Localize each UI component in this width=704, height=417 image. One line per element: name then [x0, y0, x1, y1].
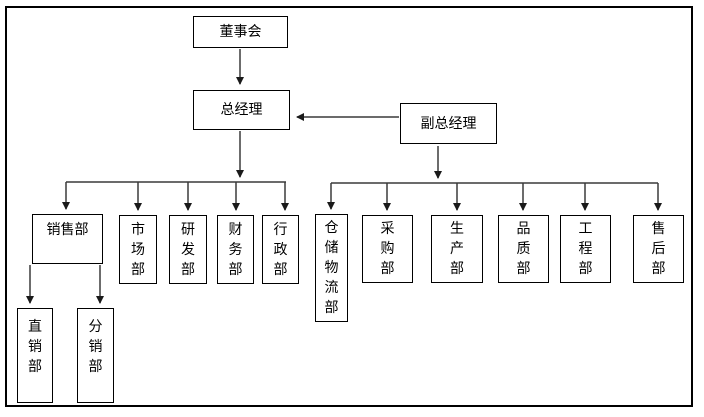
- node-label: 研发部: [181, 221, 195, 278]
- node-label: 品质部: [516, 221, 531, 277]
- node-finance-dept: 财务部: [217, 215, 254, 284]
- node-label: 行政部: [273, 221, 288, 278]
- node-rnd-dept: 研发部: [169, 215, 207, 284]
- node-label: 市场部: [131, 221, 145, 278]
- node-label: 财务部: [228, 221, 243, 278]
- node-label: 售后部: [651, 221, 666, 277]
- node-direct-sales-dept: 直销部: [17, 308, 53, 403]
- node-sales-dept: 销售部: [32, 214, 103, 264]
- node-label: 仓储物流部: [324, 220, 339, 316]
- node-purchasing-dept: 采购部: [362, 215, 413, 283]
- node-distribution-dept: 分销部: [77, 308, 114, 403]
- node-label: 直销部: [28, 319, 42, 375]
- node-label: 总经理: [220, 102, 263, 118]
- node-label: 采购部: [380, 221, 395, 277]
- node-engineering-dept: 工程部: [560, 215, 611, 283]
- node-label: 销售部: [46, 222, 89, 238]
- node-label: 工程部: [578, 221, 593, 277]
- node-after-sales-dept: 售后部: [633, 215, 684, 283]
- node-label: 副总经理: [420, 115, 477, 132]
- node-deputy-general-manager: 副总经理: [400, 103, 497, 144]
- node-general-manager: 总经理: [193, 90, 290, 130]
- node-admin-dept: 行政部: [262, 215, 299, 284]
- node-quality-dept: 品质部: [498, 215, 549, 283]
- node-board-of-directors: 董事会: [193, 16, 288, 48]
- node-warehouse-logistics-dept: 仓储物流部: [315, 214, 348, 322]
- node-marketing-dept: 市场部: [119, 215, 157, 284]
- node-label: 分销部: [88, 319, 103, 375]
- node-production-dept: 生产部: [431, 215, 483, 283]
- diagram-border: [5, 6, 693, 407]
- node-label: 董事会: [219, 24, 262, 40]
- node-label: 生产部: [450, 221, 464, 277]
